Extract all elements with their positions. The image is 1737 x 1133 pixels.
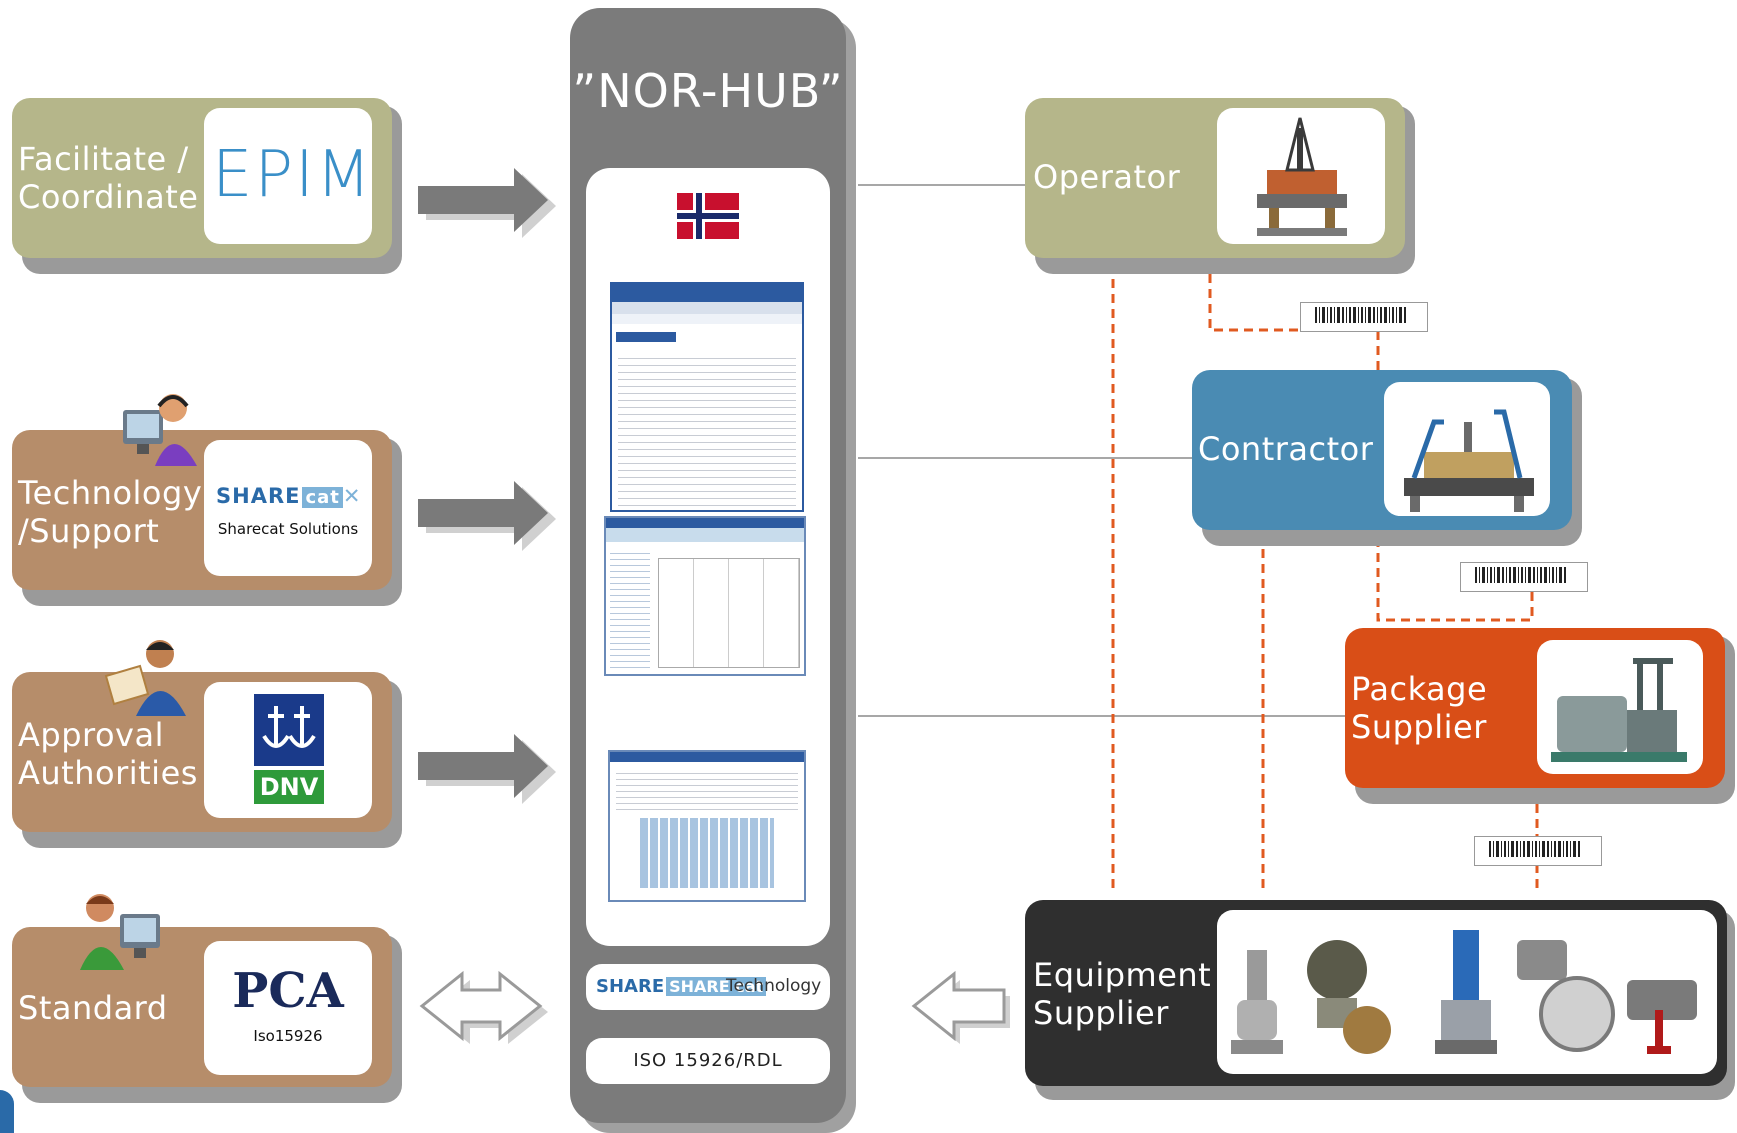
support-person-icon [115, 388, 205, 468]
control-valve-icon [1627, 980, 1697, 1054]
technology-label: Technology [726, 976, 822, 996]
standard-label: Standard [18, 989, 168, 1027]
corner-accent [0, 1090, 14, 1133]
nor-hub-panel: ”NOR-HUB” [570, 8, 846, 1123]
contractor-card: Contractor [1192, 370, 1572, 530]
pressure-transmitter-icon [1307, 940, 1391, 1054]
norway-flag-icon [677, 193, 739, 239]
dnv-logo-box: DNV [204, 682, 372, 818]
facilitate-card: Facilitate /Coordinate EPIM [12, 98, 392, 258]
hub-title: ”NOR-HUB” [572, 64, 844, 118]
oil-rig-image [1217, 108, 1385, 244]
valve-icon [1231, 950, 1283, 1054]
epim-logo-box: EPIM [204, 108, 372, 244]
catalog-screenshot [604, 516, 806, 676]
operator-label: Operator [1033, 158, 1181, 196]
equipment-screenshot [608, 750, 806, 902]
contractor-to-operator-arrow [1208, 270, 1380, 370]
facilitate-label: Facilitate /Coordinate [18, 140, 199, 216]
pca-logo: PCA [232, 963, 344, 1019]
hub-content-panel [586, 168, 830, 946]
barcode-icon [1474, 836, 1602, 866]
epim-logo: EPIM [212, 138, 374, 212]
reading-person-icon [100, 636, 190, 716]
dnv-logo: DNV [254, 770, 324, 804]
barcode-icon [1460, 562, 1588, 592]
dnv-anchor-icon [254, 694, 324, 766]
pca-subtitle: Iso15926 [253, 1027, 323, 1045]
barcode-icon [1300, 302, 1428, 332]
operator-card: Operator [1025, 98, 1405, 258]
technology-label: Technology/Support [18, 474, 203, 550]
crane-vessel-image [1384, 382, 1550, 516]
standard-card: Standard PCA Iso15926 [12, 927, 392, 1087]
package-to-contractor-arrow [1376, 540, 1534, 622]
pca-logo-box: PCA Iso15926 [204, 941, 372, 1075]
iso-rdl-badge: ISO 15926/RDL [586, 1038, 830, 1084]
standard-person-icon [80, 890, 170, 970]
sharecat-subtitle: Sharecat Solutions [217, 520, 359, 538]
package-skid-image [1537, 640, 1703, 774]
datasheet-screenshot [610, 282, 804, 512]
actuator-icon [1517, 940, 1615, 1052]
contractor-label: Contractor [1198, 430, 1374, 468]
equipment-images [1217, 910, 1717, 1074]
pump-icon [1435, 930, 1497, 1054]
